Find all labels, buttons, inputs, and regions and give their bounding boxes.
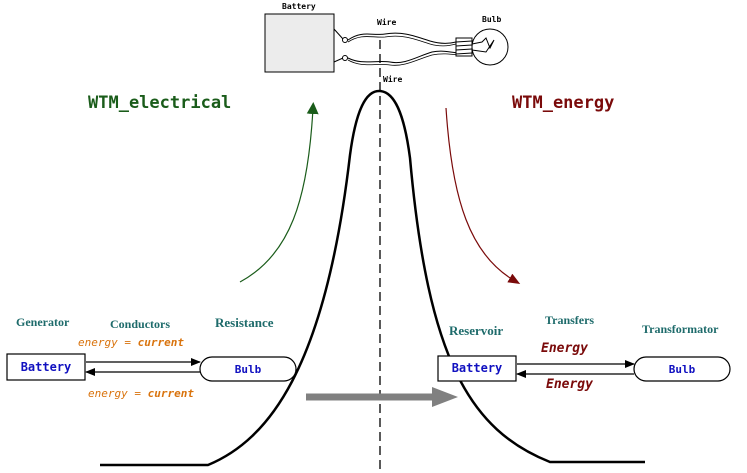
circuit-wire-top-2 — [347, 35, 457, 47]
circuit-wire-bottom — [347, 50, 459, 64]
wtm-electrical-title: WTM_electrical — [88, 93, 231, 113]
right-energy-bottom: Energy — [546, 377, 593, 392]
gray-transition-arrow — [306, 387, 458, 407]
left-battery-label: Battery — [21, 360, 72, 374]
right-model: Reservoir Transfers Transformator Batter… — [437, 313, 731, 392]
right-bulb-box — [633, 356, 731, 382]
circuit-wire-bottom-2 — [347, 53, 459, 66]
transformator-label: Transformator — [642, 322, 719, 336]
green-up-arrow — [239, 102, 319, 283]
circuit-wire-top — [347, 32, 457, 44]
resistance-label: Resistance — [215, 315, 274, 330]
transfers-label: Transfers — [545, 313, 594, 327]
bell-curve — [100, 89, 645, 467]
left-relation-top: energy = current — [78, 336, 184, 349]
right-bulb-label: Bulb — [669, 363, 696, 376]
wtm-energy-title: WTM_energy — [512, 93, 614, 113]
reservoir-label: Reservoir — [449, 323, 503, 338]
left-model: Generator Conductors Resistance Battery … — [6, 315, 297, 400]
circuit-battery — [264, 13, 335, 73]
left-battery-box — [6, 353, 86, 381]
circuit-bulb — [455, 28, 509, 66]
conductors-label: Conductors — [110, 317, 170, 331]
generator-label: Generator — [16, 315, 70, 329]
left-bulb-box — [199, 356, 297, 382]
circuit-bulb-label: Bulb — [482, 15, 501, 24]
circuit-battery-label: Battery — [282, 2, 316, 11]
circuit-sketch: Battery Wire Wire Bulb — [264, 2, 509, 84]
right-battery-box — [437, 355, 517, 382]
maroon-down-arrow — [445, 107, 521, 285]
circuit-wire-label-bottom: Wire — [383, 74, 402, 84]
left-bulb-label: Bulb — [235, 363, 262, 376]
circuit-wire-label-top: Wire — [377, 17, 396, 27]
right-energy-top: Energy — [541, 341, 588, 356]
left-relation-bottom: energy = current — [88, 387, 194, 400]
left-relation-bottom-emphasis: current — [148, 387, 195, 400]
left-relation-top-emphasis: current — [138, 336, 185, 349]
right-battery-label: Battery — [452, 361, 503, 375]
